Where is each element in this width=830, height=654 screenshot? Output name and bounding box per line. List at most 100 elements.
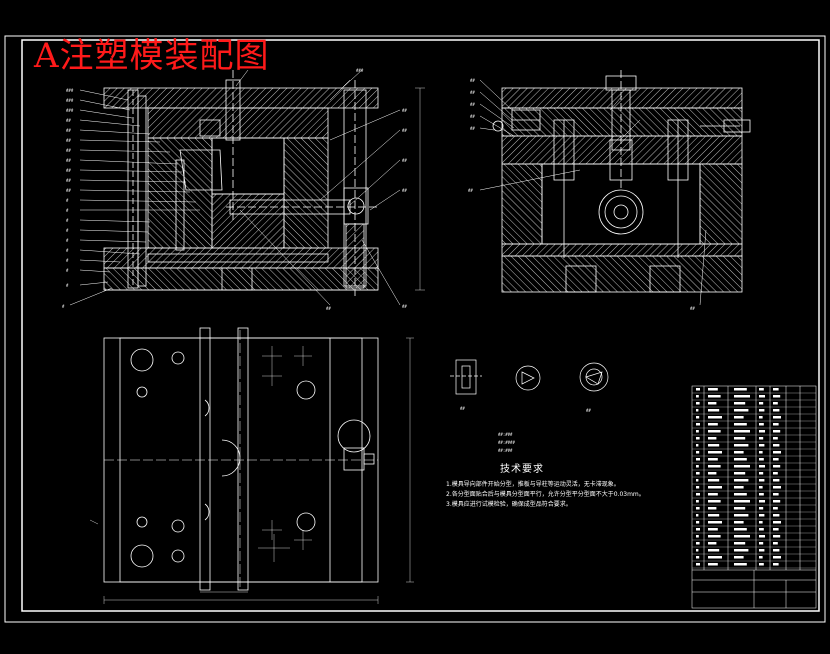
bom-cell-mark [734, 423, 747, 426]
bom-cell-mark [773, 423, 779, 426]
bom-cell-mark [773, 388, 779, 391]
svg-text:#: # [66, 248, 69, 253]
bom-cell-mark [696, 500, 699, 503]
svg-text:#: # [66, 258, 69, 263]
bom-cell-mark [759, 500, 765, 503]
bom-cell-mark [759, 395, 765, 398]
bom-cell-marks [696, 388, 781, 566]
svg-text:##: ## [470, 90, 475, 95]
bom-cell-mark [759, 465, 765, 468]
part-view-labels: #### ##:#####:######:### [460, 406, 591, 453]
svg-text:##:###: ##:### [498, 432, 513, 437]
bom-cell-mark [773, 486, 781, 489]
bom-cell-mark [759, 388, 764, 391]
svg-text:##: ## [66, 158, 71, 163]
svg-text:##: ## [460, 406, 465, 411]
svg-text:###: ### [66, 108, 74, 113]
bom-cell-mark [759, 409, 765, 412]
svg-text:##: ## [66, 168, 71, 173]
svg-text:#: # [66, 268, 69, 273]
bom-cell-mark [759, 563, 764, 566]
bom-cell-mark [708, 416, 722, 419]
bom-cell-mark [734, 563, 747, 566]
bom-cell-mark [708, 458, 718, 461]
bom-cell-mark [708, 493, 718, 496]
bom-cell-mark [734, 521, 744, 524]
bom-cell-mark [708, 423, 718, 426]
bom-cell-mark [696, 556, 700, 559]
bom-cell-mark [773, 514, 780, 517]
bom-cell-mark [773, 542, 778, 545]
svg-text:##: ## [468, 188, 473, 193]
bom-cell-mark [708, 409, 720, 412]
bom-cell-mark [759, 486, 763, 489]
bom-cell-mark [708, 451, 722, 454]
bom-cell-mark [734, 472, 746, 475]
bom-cell-mark [696, 563, 700, 566]
bom-cell-mark [759, 451, 763, 454]
svg-text:##: ## [402, 304, 407, 309]
plan-view-dimensions [89, 337, 414, 604]
bom-cell-mark [696, 479, 699, 482]
front-view-leaders [69, 69, 401, 306]
bom-cell-mark [708, 500, 721, 503]
tech-requirement-item: 3.模具应进行试模检验，确保成型品符合要求。 [446, 501, 572, 508]
svg-text:#: # [62, 304, 65, 309]
bom-cell-mark [696, 451, 700, 454]
svg-text:##: ## [470, 78, 475, 83]
svg-text:##: ## [402, 188, 407, 193]
bom-cell-mark [759, 472, 764, 475]
svg-text:##: ## [66, 118, 71, 123]
bom-cell-mark [734, 402, 746, 405]
bom-cell-mark [734, 507, 746, 510]
bom-row-lines [692, 392, 816, 569]
bom-cell-mark [696, 423, 700, 426]
part-detail-views [450, 359, 609, 395]
svg-text:##: ## [66, 188, 71, 193]
bom-cell-mark [708, 388, 718, 391]
bom-cell-mark [773, 535, 781, 538]
bom-cell-mark [696, 437, 700, 440]
drawing-title: A注塑模装配图 [34, 36, 270, 76]
tech-requirement-item: 2.各分型面贴合后与模具分型面平行，允许分型平分型面不大于0.03mm。 [446, 491, 645, 498]
side-view-labels: ###### ###### ## [468, 78, 695, 311]
bom-cell-mark [696, 416, 700, 419]
bom-cell-mark [773, 500, 781, 503]
bom-cell-mark [696, 472, 700, 475]
bom-cell-mark [773, 563, 779, 566]
bom-cell-mark [773, 451, 781, 454]
bom-cell-mark [708, 549, 720, 552]
plan-view-crosshairs [258, 346, 312, 562]
bom-cell-mark [773, 395, 781, 398]
bom-cell-mark [734, 500, 750, 503]
bom-cell-mark [734, 493, 747, 496]
bom-cell-mark [773, 430, 781, 433]
bom-cell-mark [773, 465, 781, 468]
bom-cell-mark [759, 514, 765, 517]
svg-text:##: ## [66, 178, 71, 183]
bom-cell-mark [734, 542, 746, 545]
technical-requirements-list: 1.模具导向部件开始分型，推板与导柱等运动灵活，无卡滞现象。 2.各分型面贴合后… [446, 480, 645, 510]
bom-cell-mark [708, 437, 717, 440]
bom-cell-mark [696, 458, 700, 461]
bom-cell-mark [708, 395, 721, 398]
bom-cell-mark [696, 486, 700, 489]
svg-text:#: # [66, 208, 69, 213]
bom-cell-mark [773, 556, 781, 559]
bom-cell-mark [773, 528, 779, 531]
bom-cell-mark [759, 528, 764, 531]
bom-cell-mark [696, 430, 699, 433]
bom-cell-mark [759, 521, 763, 524]
bom-cell-mark [734, 486, 744, 489]
bom-cell-mark [759, 507, 764, 510]
bom-cell-mark [734, 451, 744, 454]
svg-text:##: ## [326, 306, 331, 311]
svg-text:##: ## [586, 408, 591, 413]
outer-border [4, 35, 826, 623]
bom-cell-mark [759, 535, 765, 538]
svg-text:##: ## [470, 126, 475, 131]
bom-cell-mark [734, 479, 749, 482]
bom-cell-mark [759, 479, 765, 482]
bom-cell-mark [696, 542, 700, 545]
bom-cell-mark [759, 444, 765, 447]
